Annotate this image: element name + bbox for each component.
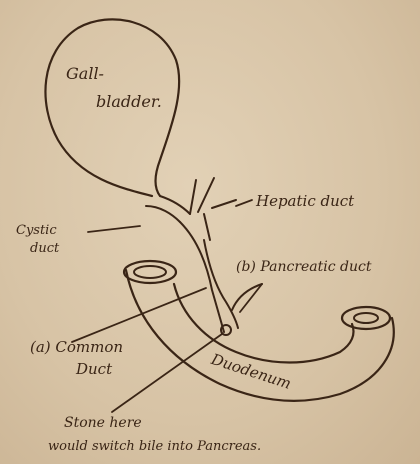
- cystic-duct-label-1: Cystic: [16, 224, 57, 237]
- stone-label-1: Stone here: [64, 416, 142, 430]
- duodenum-left-opening: [124, 261, 176, 283]
- hepatic-duct-label: Hepatic duct: [256, 194, 354, 209]
- common-duct-line-right: [204, 240, 238, 328]
- duodenum-left-lumen: [134, 266, 166, 278]
- common-duct-label-2: Duct: [76, 362, 112, 377]
- cystic-duct-line: [146, 206, 180, 222]
- duodenum-right-lumen: [354, 313, 378, 323]
- pancreatic-duct-line: [232, 284, 262, 310]
- pancreatic-duct-label: (b) Pancreatic duct: [236, 260, 372, 274]
- cystic-duct-leader: [88, 226, 140, 232]
- stone-label-2: would switch bile into Pancreas.: [48, 440, 261, 453]
- gall-bladder-label-2: bladder.: [96, 94, 162, 110]
- hepatic-duct-branch: [190, 178, 214, 240]
- cystic-duct-label-2: duct: [30, 242, 59, 255]
- common-duct-label-1: (a) Common: [30, 340, 123, 355]
- duodenum-right-opening: [342, 307, 390, 329]
- common-duct-leader: [72, 288, 206, 342]
- duodenum-inner: [174, 284, 354, 363]
- gall-bladder-label-1: Gall-: [66, 66, 104, 82]
- hepatic-duct-leader: [236, 200, 252, 206]
- common-duct-line: [180, 222, 224, 332]
- hepatic-duct-pointer: [212, 200, 236, 208]
